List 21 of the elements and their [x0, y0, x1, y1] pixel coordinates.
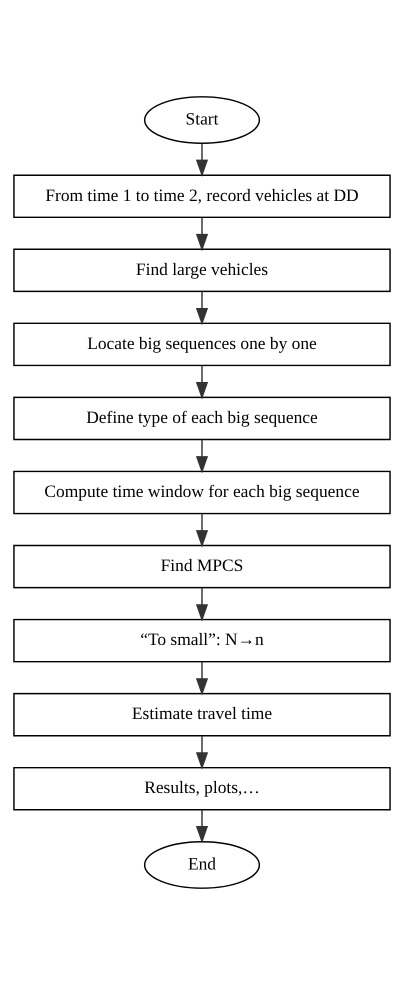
arrow [196, 736, 208, 770]
node-box: Define type of each big sequence [13, 396, 391, 440]
arrow [196, 810, 208, 844]
arrow [196, 588, 208, 622]
node-box: Results, plots,… [13, 766, 391, 810]
node-ellipse: Start [144, 96, 260, 144]
node-box: Find large vehicles [13, 248, 391, 292]
arrow [196, 144, 208, 178]
arrow [196, 292, 208, 326]
node-ellipse: End [144, 841, 260, 889]
node-box: Locate big sequences one by one [13, 322, 391, 366]
node-box: Estimate travel time [13, 692, 391, 736]
arrow [196, 218, 208, 252]
node-box: From time 1 to time 2, record vehicles at DD [13, 174, 391, 218]
node-box: Compute time window for each big sequence [13, 470, 391, 514]
arrow [196, 366, 208, 400]
arrow [196, 440, 208, 474]
arrow [196, 662, 208, 696]
node-box: “To small”: N→n [13, 618, 391, 662]
arrow [196, 514, 208, 548]
node-box: Find MPCS [13, 544, 391, 588]
